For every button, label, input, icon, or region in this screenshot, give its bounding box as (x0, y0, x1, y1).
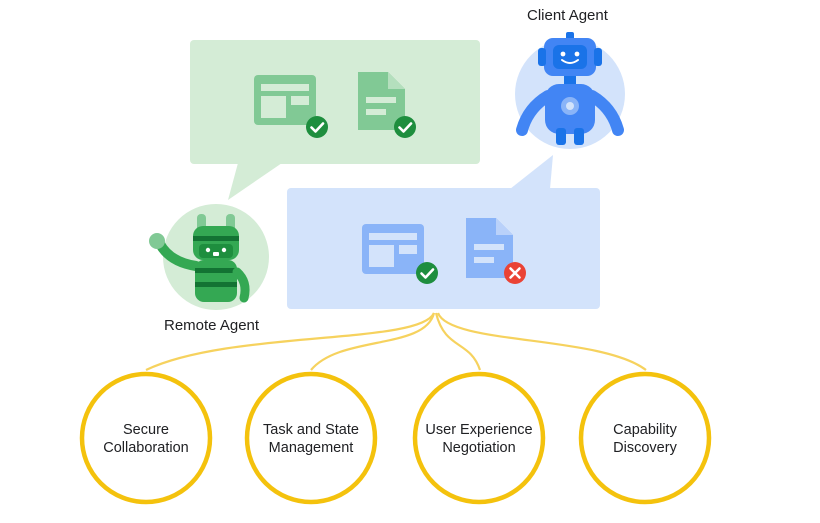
document-icon (466, 218, 513, 278)
check-badge-icon (306, 116, 328, 138)
check-badge-icon (394, 116, 416, 138)
capability-circle-discovery (578, 371, 712, 505)
remote-agent-avatar (149, 204, 269, 310)
client-agent-avatar (515, 32, 625, 149)
check-badge-icon (416, 262, 438, 284)
capability-label: Secure Collaboration (81, 421, 211, 457)
capability-label-line1: User Experience (425, 422, 533, 438)
capability-circles (79, 371, 712, 505)
table-layout-icon (362, 224, 424, 274)
capability-circle-secure-collaboration (79, 371, 213, 505)
capability-label-line2: Discovery (613, 440, 677, 456)
capability-label: User Experience Negotiation (414, 421, 544, 457)
client-message-bubble (287, 155, 600, 309)
remote-message-bubble (190, 40, 480, 200)
capability-label-line2: Management (268, 440, 354, 456)
capability-label: Capability Discovery (580, 421, 710, 457)
capability-label-line1: Secure (123, 422, 169, 438)
capability-label-line1: Task and State (263, 422, 359, 438)
capability-label-line2: Collaboration (103, 440, 189, 456)
remote-agent-label: Remote Agent (164, 317, 260, 334)
capability-circle-task-state (244, 371, 378, 505)
capability-label-line1: Capability (613, 422, 677, 438)
client-agent-label: Client Agent (527, 7, 608, 24)
document-icon (358, 72, 405, 130)
table-layout-icon (254, 75, 316, 125)
capability-label-line2: Negotiation (442, 440, 516, 456)
capability-label: Task and State Management (246, 421, 376, 457)
capability-circle-ux-negotiation (412, 371, 546, 505)
cross-badge-icon (504, 262, 526, 284)
capability-connectors (145, 312, 647, 371)
